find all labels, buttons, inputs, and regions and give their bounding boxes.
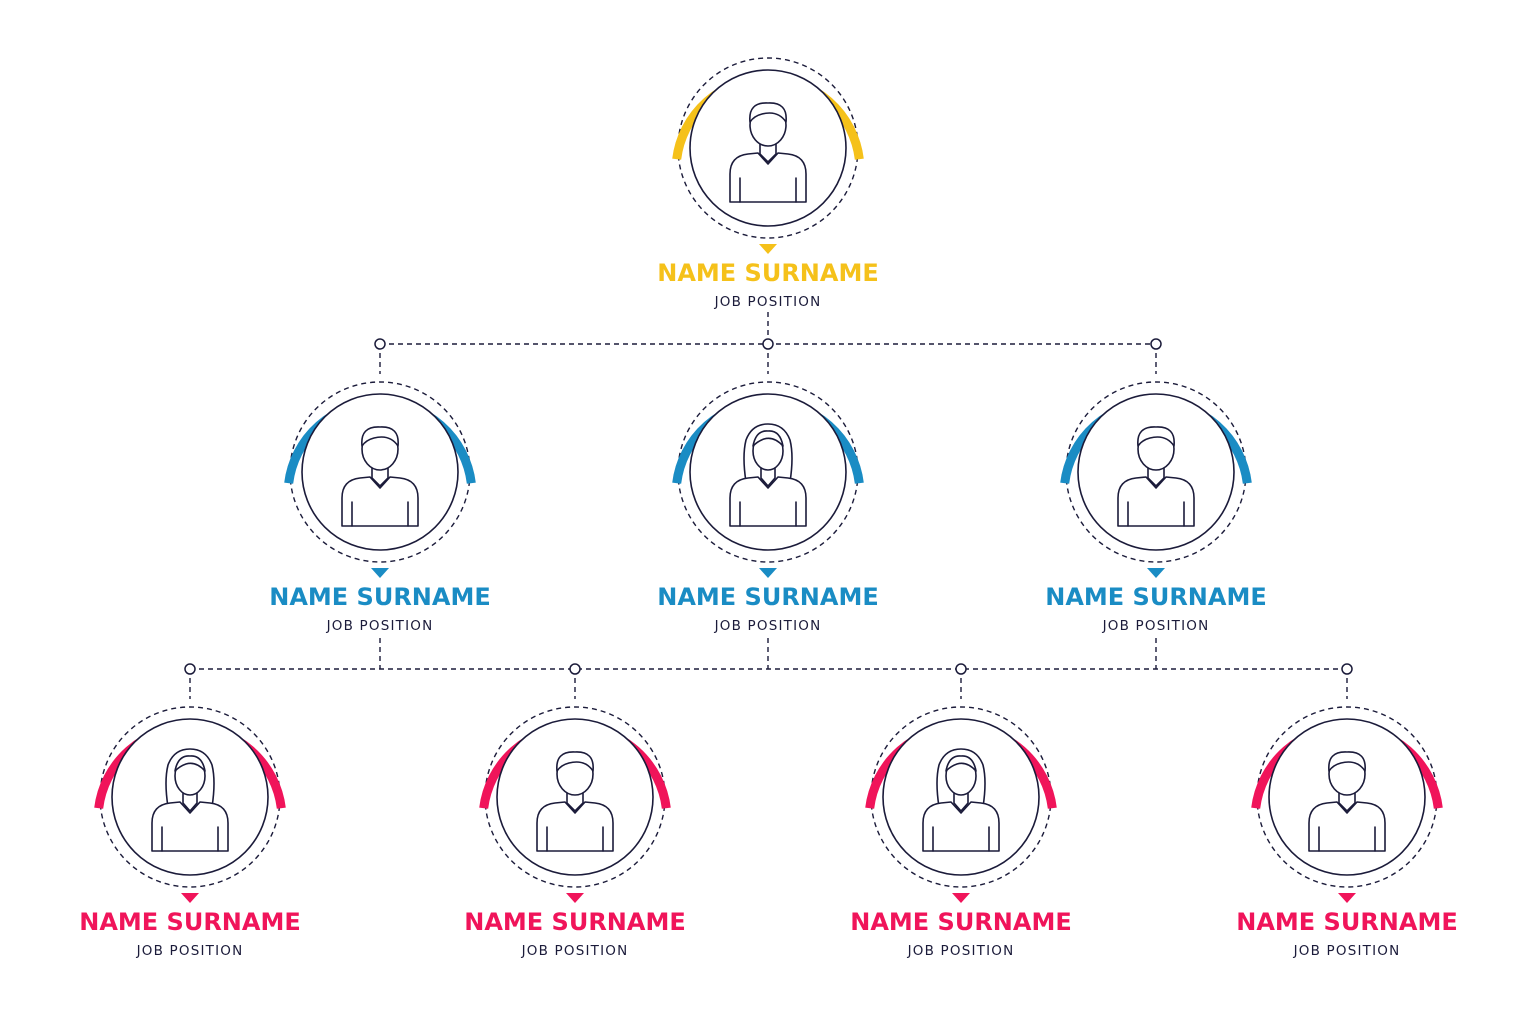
pointer-triangle	[759, 568, 777, 578]
member-name: NAME SURNAME	[657, 259, 878, 287]
member-card[interactable]: NAME SURNAME JOB POSITION	[657, 381, 879, 634]
member-role: JOB POSITION	[326, 618, 434, 634]
member-name: NAME SURNAME	[1045, 583, 1266, 611]
woman-avatar-icon	[922, 748, 1000, 852]
member-card[interactable]: NAME SURNAME JOB POSITION	[657, 57, 879, 310]
member-card[interactable]: NAME SURNAME JOB POSITION	[850, 706, 1072, 959]
woman-avatar-icon	[729, 423, 807, 527]
member-name: NAME SURNAME	[657, 583, 878, 611]
member-card[interactable]: NAME SURNAME JOB POSITION	[1236, 706, 1458, 959]
member-card[interactable]: NAME SURNAME JOB POSITION	[79, 706, 301, 959]
pointer-triangle	[759, 244, 777, 254]
member-role: JOB POSITION	[1293, 943, 1401, 959]
member-name: NAME SURNAME	[464, 908, 685, 936]
connector-dot	[762, 338, 774, 350]
connector-dot	[1150, 338, 1162, 350]
connector-dot	[955, 663, 967, 675]
woman-avatar-icon	[151, 748, 229, 852]
member-role: JOB POSITION	[521, 943, 629, 959]
member-name: NAME SURNAME	[1236, 908, 1457, 936]
man-avatar-icon	[536, 751, 614, 852]
pointer-triangle	[371, 568, 389, 578]
man-avatar-icon	[1308, 751, 1386, 852]
member-card[interactable]: NAME SURNAME JOB POSITION	[464, 706, 686, 959]
member-role: JOB POSITION	[1102, 618, 1210, 634]
member-name: NAME SURNAME	[269, 583, 490, 611]
pointer-triangle	[952, 893, 970, 903]
member-role: JOB POSITION	[136, 943, 244, 959]
member-card[interactable]: NAME SURNAME JOB POSITION	[269, 381, 491, 634]
pointer-triangle	[181, 893, 199, 903]
member-card[interactable]: NAME SURNAME JOB POSITION	[1045, 381, 1267, 634]
connector-dot	[184, 663, 196, 675]
connector-dot	[374, 338, 386, 350]
pointer-triangle	[1147, 568, 1165, 578]
member-name: NAME SURNAME	[79, 908, 300, 936]
man-avatar-icon	[729, 102, 807, 203]
man-avatar-icon	[341, 426, 419, 527]
pointer-triangle	[1338, 893, 1356, 903]
connector-dot	[1341, 663, 1353, 675]
member-role: JOB POSITION	[714, 618, 822, 634]
member-role: JOB POSITION	[714, 294, 822, 310]
connector-dot	[569, 663, 581, 675]
member-role: JOB POSITION	[907, 943, 1015, 959]
man-avatar-icon	[1117, 426, 1195, 527]
member-name: NAME SURNAME	[850, 908, 1071, 936]
pointer-triangle	[566, 893, 584, 903]
